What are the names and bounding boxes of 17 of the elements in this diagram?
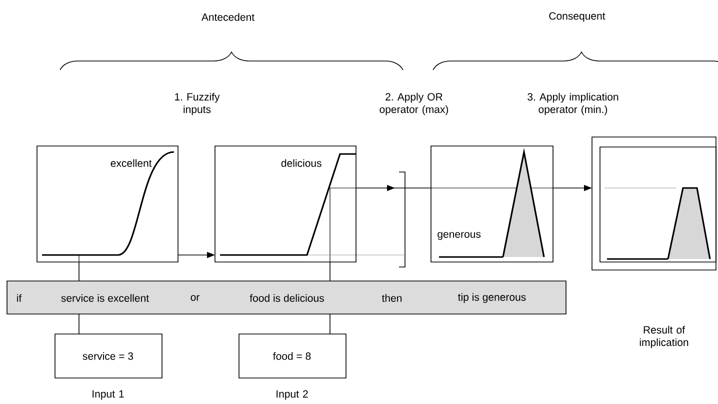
- node-label: Input 2: [276, 390, 308, 400]
- connector-line: [78, 262, 80, 282]
- node-label: Input 1: [92, 390, 124, 400]
- step-label: Result of implication: [640, 326, 688, 348]
- step-label: 2. Apply OR operator (max): [380, 92, 448, 116]
- input-box: food = 8: [238, 334, 346, 378]
- step-label: 1. Fuzzify inputs: [175, 92, 220, 116]
- step-label: Antecedent: [201, 13, 254, 21]
- connector-line: [78, 314, 80, 334]
- result-plot: [592, 136, 716, 270]
- rule-bar: if service is excellent or food is delicious then tip is generous: [6, 280, 566, 314]
- membership-plot: generous: [430, 146, 554, 262]
- step-label: 3. Apply implication operator (min.): [528, 92, 618, 116]
- membership-plot: delicious: [214, 146, 404, 262]
- step-label: Consequent: [549, 12, 606, 22]
- membership-plot: excellent: [36, 146, 178, 262]
- input-box: service = 3: [54, 334, 162, 378]
